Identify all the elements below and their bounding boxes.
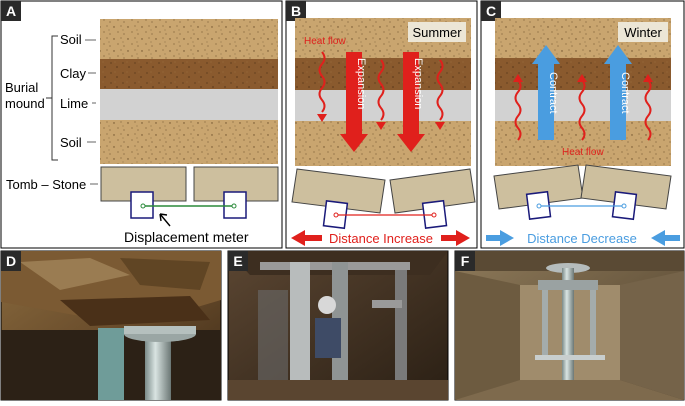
distance-arrow-left-c (486, 230, 514, 246)
contract-arrow-right (604, 45, 632, 140)
contract-label-left: Contract (547, 72, 559, 114)
soil-layer-bottom (100, 120, 278, 164)
lime-layer (100, 89, 278, 120)
expansion-arrow-right (397, 52, 425, 152)
winter-label: Winter (624, 25, 662, 40)
distance-decrease-label: Distance Decrease (527, 231, 637, 246)
stone-c-right (580, 164, 672, 210)
expansion-label-left: Expansion (355, 58, 367, 109)
stone-b-left (291, 168, 386, 214)
summer-label-box (408, 22, 466, 42)
panel-d-photo: D (0, 250, 222, 401)
meter-pointer-arrow (159, 213, 171, 227)
label-tomb-stone: Tomb – Stone (6, 177, 86, 192)
summer-label: Summer (412, 25, 462, 40)
label-soil-bottom: Soil (60, 135, 82, 150)
contract-label-right: Contract (619, 72, 631, 114)
heat-flow-label-b: Heat flow (304, 36, 346, 47)
panel-d-letter: D (6, 253, 16, 269)
panel-e-letter: E (233, 253, 242, 269)
distance-arrow-left-b (291, 230, 322, 246)
distance-arrow-right-c (651, 230, 680, 246)
label-displacement-meter: Displacement meter (124, 229, 249, 245)
soil-layer-top (100, 19, 278, 59)
expansion-label-right: Expansion (412, 58, 424, 109)
heat-waves-b (318, 51, 444, 121)
label-soil-top: Soil (60, 32, 82, 47)
panel-e-photo: E (227, 250, 449, 401)
panel-a: A Soil Clay Lime Soil Burial mound Tomb … (0, 0, 283, 249)
panel-f-letter: F (461, 253, 470, 269)
label-clay: Clay (60, 66, 87, 81)
expansion-arrow-left (340, 52, 368, 152)
stone-b-right (389, 168, 476, 214)
panel-a-letter: A (6, 3, 16, 19)
panel-f-photo: F (454, 250, 685, 401)
label-lime: Lime (60, 96, 88, 111)
panel-b: B Summer Heat flow Expansion Expansion (285, 0, 478, 249)
panel-c: C Winter Heat flow Contract Contract (480, 0, 685, 249)
panel-b-letter: B (291, 3, 301, 19)
winter-label-box (618, 22, 668, 42)
heat-flow-label-c: Heat flow (562, 147, 604, 158)
panel-c-letter: C (486, 3, 496, 19)
clay-layer (100, 59, 278, 89)
distance-arrow-right-b (441, 230, 470, 246)
heat-waves-c (514, 79, 652, 141)
burial-mound-bracket (46, 35, 58, 161)
contract-arrow-left (532, 45, 560, 140)
label-mound: mound (5, 96, 45, 111)
distance-increase-label: Distance Increase (329, 231, 433, 246)
label-burial: Burial (5, 80, 38, 95)
